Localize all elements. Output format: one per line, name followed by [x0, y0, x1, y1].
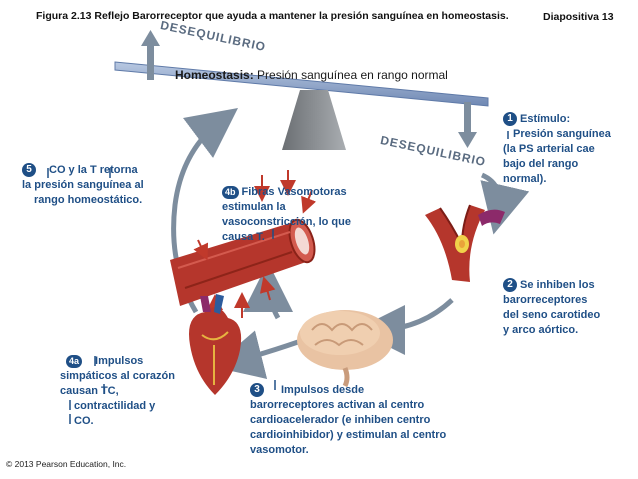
step-5-line: la presión sanguínea al: [22, 179, 144, 191]
copyright: © 2013 Pearson Education, Inc.: [6, 459, 127, 469]
step-2-line: del seno carotideo: [503, 309, 601, 321]
step-5-line: CO y la T retorna: [49, 164, 138, 176]
step-3-line: Impulsos desde: [281, 384, 365, 396]
step-5-number: 5: [22, 163, 36, 178]
step-4b-line: causa T.: [222, 231, 265, 243]
step-4b-line: Fibras Vasomotoras: [241, 186, 347, 198]
cycle-arrow-3: [212, 330, 299, 379]
step-4a-line: CO.: [74, 415, 94, 427]
cycle-arrow-1: [480, 172, 530, 235]
step-3-line: cardioinhibidor) y estimulan al centro: [250, 429, 447, 441]
carotid-artery-illustration: [425, 204, 505, 282]
figure-title: Figura 2.13 Reflejo Barorreceptor que ay…: [36, 10, 509, 22]
step-3-line: vasomotor.: [250, 444, 309, 456]
step-2-line: y arco aórtico.: [503, 324, 579, 336]
step-5-line: rango homeostático.: [34, 194, 143, 206]
step-4b-line: estimulan la: [222, 201, 286, 213]
text-arrows: [47, 131, 509, 424]
step-1-line: normal).: [503, 173, 547, 185]
step-1-line: (la PS arterial cae: [503, 143, 595, 155]
seesaw-beam: [114, 61, 489, 107]
step-4a-sympathetic: 4a Impulsos simpáticos al corazón causan …: [60, 354, 190, 429]
step-1-number: 1: [503, 112, 517, 127]
step-1-line: Presión sanguínea: [513, 128, 611, 140]
step-5-return: 5 CO y la T retorna la presión sanguínea …: [22, 163, 172, 208]
step-4b-line: vasoconstricción, lo que: [222, 216, 351, 228]
slide-number: Diapositiva 13: [543, 11, 614, 23]
step-2-line: Se inhiben los: [520, 279, 595, 291]
seesaw-fulcrum: [282, 90, 346, 150]
homeostasis-text: Presión sanguínea en rango normal: [257, 68, 448, 82]
homeostasis-label: Homeostasis: Presión sanguínea en rango …: [175, 68, 448, 82]
step-3-cardiac-center: 3 Impulsos desde barorreceptores activan …: [250, 383, 490, 458]
step-2-line: barorreceptores: [503, 294, 588, 306]
step-4a-line: Impulsos: [95, 355, 144, 367]
step-3-number: 3: [250, 383, 264, 398]
step-3-line: barorreceptores activan al centro: [250, 399, 425, 411]
step-1-line: bajo del rango: [503, 158, 579, 170]
step-4a-number: 4a: [66, 354, 83, 368]
step-2-number: 2: [503, 278, 517, 293]
homeostasis-title: Homeostasis:: [175, 68, 254, 82]
step-4a-line: simpáticos al corazón: [60, 370, 175, 382]
step-4a-line: contractilidad y: [74, 400, 156, 412]
step-1-title: Estímulo:: [520, 113, 571, 125]
up-arrow: [141, 30, 160, 80]
vasoconstriction-arrows: [193, 170, 317, 320]
down-arrow: [458, 102, 477, 148]
step-3-line: cardioacelerador (e inhiben centro: [250, 414, 431, 426]
step-4a-line: causan TC,: [60, 385, 119, 397]
heart-illustration: [189, 294, 242, 395]
brain-illustration: [297, 310, 393, 388]
step-4b-number: 4b: [222, 185, 239, 199]
blood-vessel-illustration: [170, 218, 316, 306]
